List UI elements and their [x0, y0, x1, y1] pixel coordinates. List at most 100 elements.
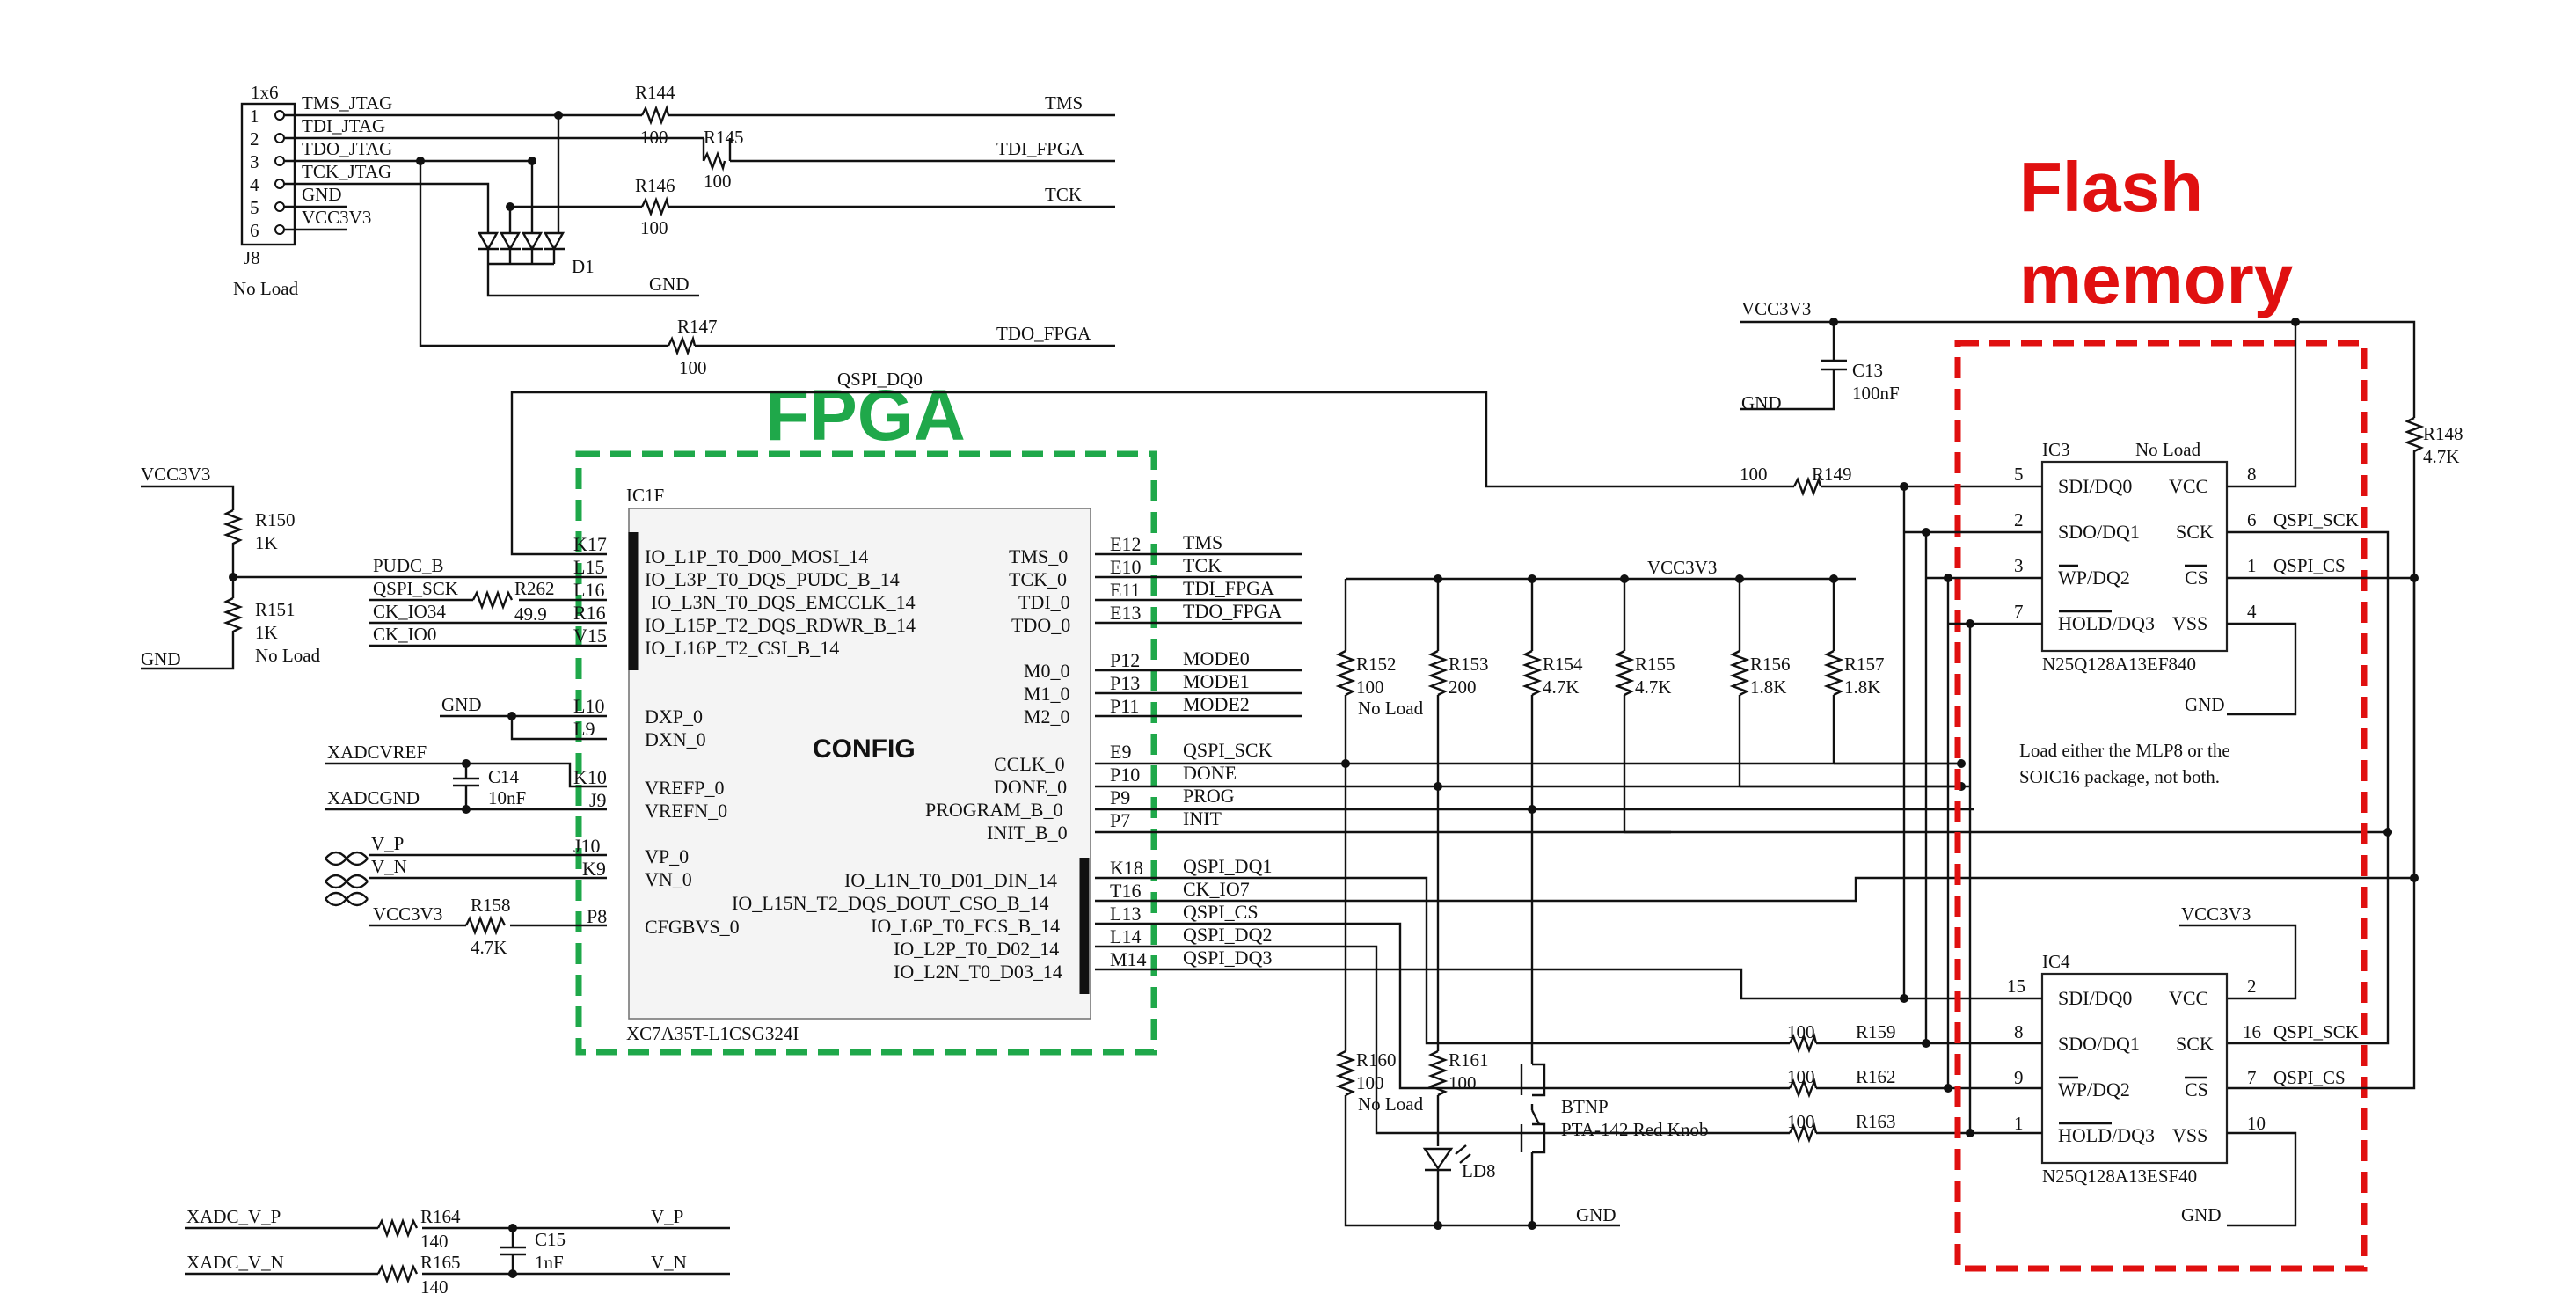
c13-value: 100nF	[1852, 383, 1900, 404]
btnp-button-icon	[1530, 1063, 1546, 1154]
pullup-resistors	[1335, 649, 1844, 697]
pin-num-p8: P8	[587, 905, 607, 927]
net-gnd-jtag: GND	[302, 184, 342, 205]
ic3-net-sck: QSPI_SCK	[2273, 509, 2359, 530]
qspi-sck-left-label: QSPI_SCK	[373, 578, 458, 599]
btnp-ref: BTNP	[1561, 1096, 1609, 1117]
out-net-tms: TMS	[1045, 92, 1083, 113]
ic4-body	[2040, 972, 2229, 1165]
pin-num-p12: P12	[1110, 649, 1140, 671]
ic3-pin-cs: CS	[2185, 567, 2208, 589]
ic4-num-10: 10	[2247, 1113, 2266, 1134]
pin-name-e11: TDI_0	[1018, 591, 1070, 613]
net-e12: TMS	[1183, 531, 1222, 553]
ic3-no-load: No Load	[2135, 439, 2201, 460]
ic4-num-15: 15	[2007, 976, 2025, 997]
xadcgnd-label: XADCGND	[327, 787, 420, 808]
r158-value: 4.7K	[471, 937, 507, 958]
r158-ref: R158	[471, 895, 511, 916]
net-tdi-jtag: TDI_JTAG	[302, 115, 385, 136]
ic3-gnd-label: GND	[2185, 694, 2225, 715]
fpga-config-label: CONFIG	[813, 735, 916, 764]
r145-resistor	[702, 138, 726, 172]
r159-value: 100	[1787, 1021, 1815, 1042]
ic4-pin-vss: VSS	[2172, 1124, 2207, 1146]
out-net-tck: TCK	[1045, 184, 1082, 205]
c15-capacitor	[500, 1228, 526, 1274]
pin-name-e12: TMS_0	[1009, 545, 1068, 567]
ic4-num-8: 8	[2014, 1021, 2024, 1042]
ic3-pin-hold: HOLD/DQ3	[2058, 612, 2155, 634]
jtag-connector-body	[240, 102, 296, 246]
net-p12: MODE0	[1183, 647, 1250, 669]
cfgbvs-vcc-label: VCC3V3	[373, 903, 442, 925]
pin-name-e13: TDO_0	[1011, 614, 1070, 636]
net-e13: TDO_FPGA	[1183, 600, 1282, 622]
r151-value: 1K	[255, 622, 278, 643]
ic4-net-cs: QSPI_CS	[2273, 1067, 2346, 1088]
ic4-num-7: 7	[2247, 1067, 2257, 1088]
r144-value: 100	[640, 127, 668, 148]
jtag-pin-2: 2	[250, 128, 259, 150]
net-p13: MODE1	[1183, 670, 1250, 692]
pudc-b-label: PUDC_B	[373, 555, 444, 576]
net-vcc-jtag: VCC3V3	[302, 207, 371, 228]
ic3-ref: IC3	[2042, 439, 2070, 460]
jtag-no-load: No Load	[233, 278, 299, 299]
net-tms-jtag: TMS_JTAG	[302, 92, 392, 113]
r155-ref: R155	[1635, 654, 1675, 675]
ic4-pin-sck: SCK	[2176, 1033, 2214, 1055]
net-e11: TDI_FPGA	[1183, 577, 1274, 599]
ld8-ref: LD8	[1462, 1160, 1496, 1181]
pin-num-e12: E12	[1110, 533, 1141, 555]
r165-value: 140	[420, 1276, 449, 1298]
flash-title-line2: memory	[2019, 240, 2294, 318]
jtag-gnd-label: GND	[649, 274, 690, 295]
ic3-num-6: 6	[2247, 509, 2257, 530]
r146-ref: R146	[635, 175, 675, 196]
r162-value: 100	[1787, 1066, 1815, 1087]
pullup-section: VCC3V3 R152 100 No Load R153 200 R154 4.…	[1335, 557, 1966, 1230]
r145-value: 100	[704, 171, 732, 192]
ic3-pin-sdi: SDI/DQ0	[2058, 475, 2132, 497]
c13-ref: C13	[1852, 360, 1883, 381]
ic4-num-1: 1	[2014, 1113, 2024, 1134]
c13-gnd-label: GND	[1741, 392, 1782, 413]
xadc-vp-out: V_P	[651, 1206, 683, 1227]
ic4-ref: IC4	[2042, 951, 2070, 972]
pin-num-e13: E13	[1110, 602, 1141, 624]
xadc-vn-in: XADC_V_N	[186, 1252, 284, 1273]
pin-name-j9: VREFN_0	[645, 800, 727, 822]
left-gnd-label: GND	[141, 648, 181, 669]
qspi-dq0-label: QSPI_DQ0	[837, 369, 923, 390]
pin-name-k10: VREFP_0	[645, 777, 724, 799]
pin-name-m14: IO_L2N_T0_D03_14	[894, 961, 1062, 983]
jtag-pin-6: 6	[250, 220, 259, 241]
pin-num-l14: L14	[1110, 925, 1141, 947]
net-tck-jtag: TCK_JTAG	[302, 161, 391, 182]
r262-value: 49.9	[514, 603, 547, 625]
pin-name-k18: IO_L1N_T0_D01_DIN_14	[844, 869, 1057, 891]
ic3-pin-vss: VSS	[2172, 612, 2207, 634]
net-m14: QSPI_DQ3	[1183, 947, 1272, 969]
c15-value: 1nF	[535, 1252, 564, 1273]
jtag-pin-3: 3	[250, 151, 259, 172]
r164-resistor	[376, 1217, 419, 1239]
pin-name-k9: VN_0	[645, 868, 692, 890]
pin-name-p13: M1_0	[1024, 683, 1070, 705]
pullup-vcc-label: VCC3V3	[1647, 557, 1717, 578]
xadc-section: XADC_V_P XADC_V_N R164 140 R165 140 C15 …	[185, 1206, 730, 1298]
pin-num-k17: K17	[573, 533, 607, 555]
left-config-section: VCC3V3 R150 1K R151 1K No Load GND PUDC_…	[141, 464, 607, 958]
xadcvref-label: XADCVREF	[327, 742, 427, 763]
ic4-gnd-label: GND	[2181, 1204, 2222, 1225]
pin-name-e9: CCLK_0	[994, 753, 1065, 775]
pin-num-l15: L15	[573, 556, 604, 578]
r152-value: 100	[1356, 676, 1384, 698]
pullup-gnd-label: GND	[1576, 1204, 1616, 1225]
r162-ref: R162	[1856, 1066, 1896, 1087]
pin-num-k9: K9	[582, 858, 606, 880]
pin-num-m14: M14	[1110, 948, 1147, 970]
c14-capacitor	[453, 764, 479, 809]
r161-resistor	[1427, 1049, 1449, 1097]
